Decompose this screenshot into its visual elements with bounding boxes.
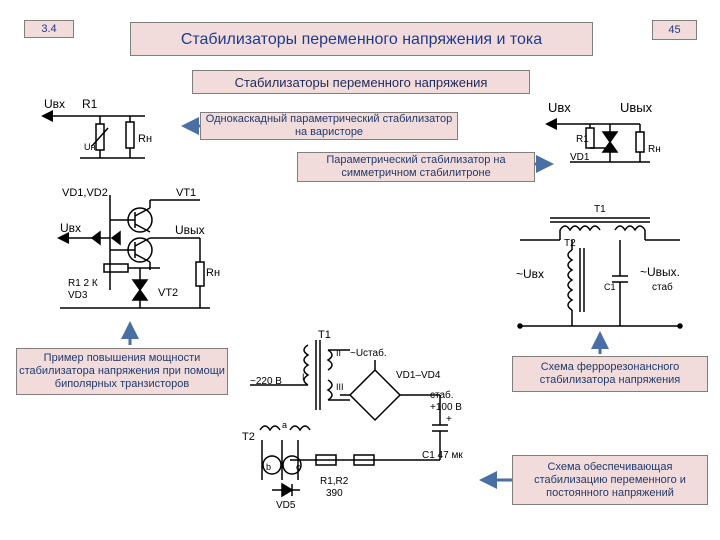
label-r390: 390 — [326, 488, 343, 499]
label-t2: T2 — [242, 431, 255, 443]
caption-ferroresonant: Схема феррорезонансного стабилизатора на… — [512, 356, 708, 392]
label-dc1: стаб. — [430, 389, 454, 401]
label-rh: Rн — [648, 144, 661, 155]
label-r12: R1,R2 — [320, 476, 349, 487]
caption-arrows — [121, 117, 609, 489]
label-plus: + — [446, 414, 452, 425]
label-stab: стаб — [652, 281, 673, 293]
schematic-varistor: Uвх R1 Rн Uн — [41, 97, 152, 159]
caption-transistors: Пример повышения мощности стабилизатора … — [16, 348, 228, 395]
label-w3: III — [336, 382, 344, 392]
label-c1: C1 47 мк — [422, 450, 463, 461]
label-c: c — [296, 462, 301, 472]
schematic-ac-dc: T1 II ~Uстаб. I III ~220 В VD1–VD4 стаб.… — [242, 329, 463, 511]
caption-ac-dc: Схема обеспечивающая стабилизацию переме… — [512, 455, 708, 505]
label-rh: Rн — [206, 267, 220, 279]
slide-number: 3.4 — [24, 20, 74, 38]
schematic-zener: Uвх Uвых R1 VD1 Rн — [545, 100, 661, 163]
label-uh: Uн — [84, 142, 95, 152]
label-rh: Rн — [138, 133, 152, 145]
label-r1: R1 — [82, 97, 98, 111]
label-w2: II — [336, 348, 341, 358]
label-uout: Uвых — [175, 223, 205, 237]
label-w1: I — [302, 372, 305, 382]
label-a: a — [282, 420, 287, 430]
label-t1: T1 — [594, 204, 606, 215]
label-r1: R1 2 К — [68, 278, 98, 289]
label-vt1: VT1 — [176, 187, 196, 199]
label-vd1: VD1 — [570, 152, 590, 163]
label-vt2: VT2 — [158, 287, 178, 299]
label-t2: T2 — [564, 238, 576, 249]
caption-zener: Параметрический стабилизатор на симметри… — [297, 152, 535, 182]
label-uout: Uвых — [620, 100, 653, 115]
label-vd14: VD1–VD4 — [396, 370, 441, 381]
label-uin: Uвх — [548, 100, 571, 115]
label-b: b — [266, 462, 271, 472]
label-dc2: +100 В — [430, 402, 462, 413]
label-uin: Uвх — [60, 221, 81, 235]
section-subtitle: Стабилизаторы переменного напряжения — [192, 70, 530, 94]
label-t1: T1 — [318, 329, 331, 341]
label-220v: ~220 В — [250, 376, 282, 387]
page-number: 45 — [652, 20, 697, 40]
label-vd12: VD1,VD2 — [62, 187, 108, 199]
page-title: Стабилизаторы переменного напряжения и т… — [130, 22, 593, 56]
caption-varistor: Однокаскадный параметрический стабилизат… — [200, 112, 458, 140]
label-c1: C1 — [604, 282, 616, 292]
label-uin: ~Uвх — [516, 267, 544, 281]
label-uout: ~Uвых. — [640, 265, 680, 279]
schematic-ferroresonant: T1 T2 ~Uвх ~Uвых. стаб C1 — [516, 204, 683, 329]
label-vd3: VD3 — [68, 290, 88, 301]
schematic-transistors: VD1,VD2 VT1 Uвх Uвых R1 2 К Rн VD3 VT2 — [57, 187, 220, 309]
label-r1: R1 — [576, 134, 589, 145]
label-vd5: VD5 — [276, 500, 296, 511]
label-uin: Uвх — [44, 97, 65, 111]
label-ustab: ~Uстаб. — [350, 347, 387, 359]
